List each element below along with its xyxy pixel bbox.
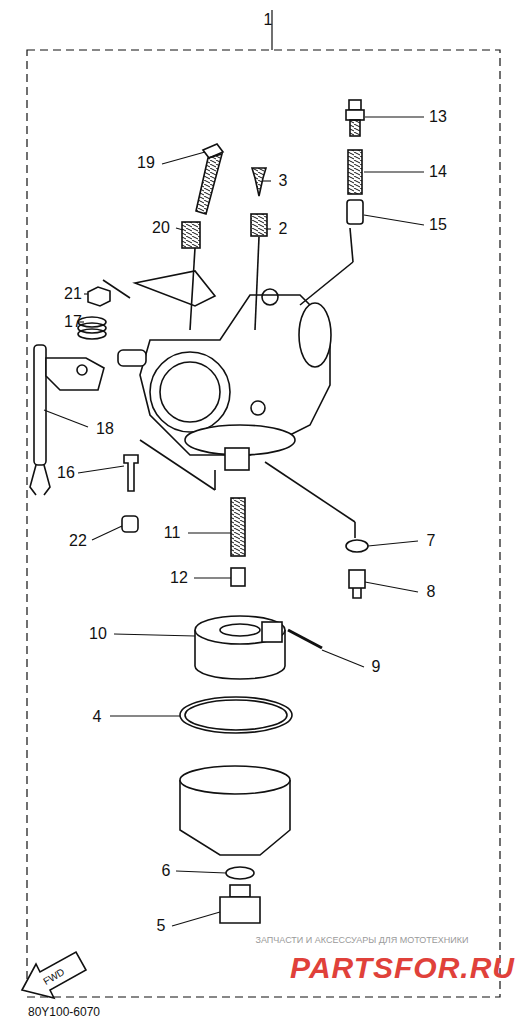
callout-number: 15 [429, 217, 447, 233]
dashed-frame [27, 50, 500, 997]
callout-number: 11 [164, 525, 181, 541]
callout-number: 4 [93, 709, 102, 725]
callout-number: 12 [170, 570, 188, 586]
callout-number: 2 [279, 221, 288, 237]
callout-number: 21 [64, 286, 82, 302]
callout-number: 1 [264, 12, 273, 28]
watermark: ЗАПЧАСТИ И АКСЕССУАРЫ ДЛЯ МОТОТЕХНИКИ [256, 936, 469, 945]
callout-number: 9 [372, 659, 381, 675]
callout-number: 13 [429, 109, 447, 125]
watermark: PARTSFOR.RU [290, 953, 515, 983]
callout-number: 8 [427, 584, 436, 600]
diagram-code: 80Y100-6070 [28, 1006, 100, 1018]
callout-number: 10 [89, 626, 107, 642]
callout-number: 5 [157, 918, 166, 934]
callout-number: 17 [64, 314, 82, 330]
callout-number: 18 [96, 421, 114, 437]
callout-number: 14 [429, 164, 447, 180]
callout-number: 22 [69, 533, 87, 549]
callout-number: 7 [427, 533, 436, 549]
callout-number: 19 [137, 155, 155, 171]
callout-number: 16 [57, 465, 75, 481]
callout-number: 3 [279, 173, 288, 189]
callout-number: 20 [152, 220, 170, 236]
callout-number: 6 [162, 863, 171, 879]
